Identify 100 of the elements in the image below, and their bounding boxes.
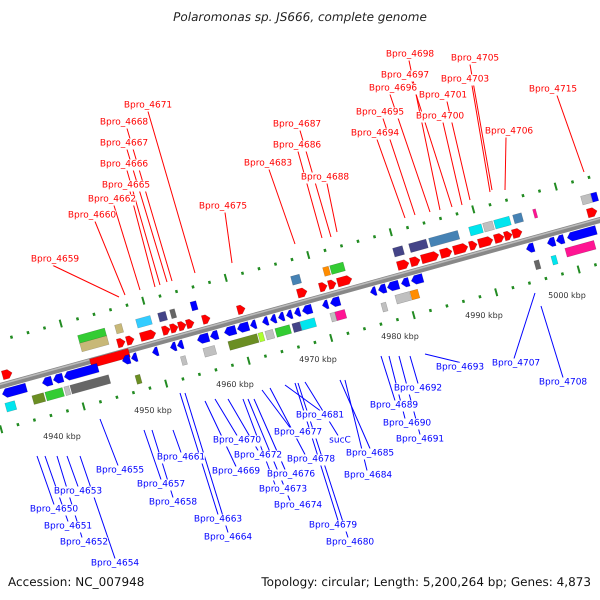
gene-label: Bpro_4677 <box>274 428 322 438</box>
gene-label: Bpro_4697 <box>380 70 430 82</box>
gene-label: Bpro_4680 <box>326 538 374 548</box>
leader-line <box>514 292 536 359</box>
gene-label: Bpro_4685 <box>346 448 394 460</box>
leader-line <box>268 169 296 244</box>
leader-line <box>424 354 460 363</box>
leader-line <box>224 212 232 264</box>
gene-label: Bpro_4675 <box>198 202 248 212</box>
scale-label: 4990 kbp <box>465 311 503 321</box>
gene-label: Bpro_4664 <box>204 532 252 544</box>
gene-label: Bpro_4707 <box>492 358 540 370</box>
gene-label: Bpro_4652 <box>60 538 108 548</box>
leader-line <box>36 456 54 505</box>
leader-line <box>114 205 140 290</box>
leader-line <box>100 418 118 466</box>
leader-line <box>472 85 490 192</box>
gene-label: Bpro_4678 <box>286 454 336 466</box>
gene-label: Bpro_4687 <box>272 120 322 130</box>
gene-label: Bpro_4703 <box>440 74 490 86</box>
gene-label: Bpro_4700 <box>416 112 464 122</box>
gene-label: Bpro_4658 <box>148 498 198 508</box>
scale-label: 4970 kbp <box>299 355 337 365</box>
gene-label: Bpro_4686 <box>272 140 322 152</box>
gene-label: Bpro_4679 <box>308 520 358 532</box>
gene-label: Bpro_4657 <box>136 480 186 490</box>
leader-line <box>148 111 196 274</box>
gene-label: Bpro_4706 <box>484 126 534 138</box>
leader-line <box>262 390 290 428</box>
leader-line <box>540 306 564 378</box>
gene-label: Bpro_4662 <box>88 194 136 206</box>
gene-label: Bpro_4659 <box>30 254 80 266</box>
gene-label: Bpro_4684 <box>344 470 392 482</box>
gene-label: Bpro_4698 <box>386 50 434 60</box>
gene-label: Bpro_4655 <box>96 466 144 476</box>
leader-line <box>130 191 156 288</box>
leader-line <box>254 398 286 470</box>
leader-line <box>376 139 406 218</box>
leader-line <box>80 456 116 559</box>
scale-label: 4950 kbp <box>134 406 172 416</box>
gene-label: Bpro_4708 <box>538 378 588 388</box>
gene-label: Bpro_4696 <box>368 84 418 94</box>
gene-label: Bpro_4692 <box>394 384 442 394</box>
gene-label: Bpro_4651 <box>44 522 92 532</box>
accession-text: Accession: NC_007948 <box>8 575 144 589</box>
leader-line <box>66 456 78 487</box>
gene-label: Bpro_4695 <box>356 108 404 118</box>
gene-label: Bpro_4715 <box>528 84 578 96</box>
scale-label: 4980 kbp <box>381 332 419 342</box>
gene-label: Bpro_4665 <box>102 180 150 192</box>
genome-summary-text: Topology: circular; Length: 5,200,264 bp; Genes: 4,873 <box>261 575 591 589</box>
leader-line <box>94 221 126 296</box>
leader-line <box>340 380 370 449</box>
gene-label: Bpro_4667 <box>100 138 148 150</box>
leader-line <box>298 151 322 238</box>
gene-label: Bpro_4690 <box>382 418 432 430</box>
leader-line <box>214 398 238 436</box>
gene-label: Bpro_4650 <box>30 504 78 516</box>
gene-label: Bpro_4660 <box>68 210 116 222</box>
gene-label: Bpro_4701 <box>418 90 468 102</box>
gene-label: Bpro_4681 <box>296 410 344 422</box>
leader-line <box>344 380 368 471</box>
leader-line <box>382 118 416 216</box>
leader-line <box>284 384 320 411</box>
leader-line <box>172 430 182 453</box>
gene-label: Bpro_4676 <box>266 470 316 480</box>
gene-label: Bpro_4672 <box>234 450 282 462</box>
leader-line <box>180 392 218 515</box>
gene-label: Bpro_4653 <box>54 486 102 498</box>
gene-label: Bpro_4670 <box>212 436 262 446</box>
leader-line <box>410 356 418 384</box>
gene-label: Bpro_4668 <box>100 118 148 128</box>
title: Polaromonas sp. JS666, complete genome <box>172 10 428 24</box>
gene-label: Bpro_4693 <box>436 362 484 374</box>
leader-line <box>144 430 162 480</box>
gene-label: Bpro_4654 <box>90 558 140 570</box>
leader-line <box>52 265 120 298</box>
leader-line <box>504 137 506 190</box>
leader-line <box>556 95 584 172</box>
leader-line <box>390 94 430 212</box>
gene-label: Bpro_4705 <box>450 54 500 64</box>
gene-label: Bpro_4694 <box>350 128 400 140</box>
leader-line <box>470 64 492 190</box>
leader-line <box>380 356 396 401</box>
scale-label: 5000 kbp <box>548 291 586 301</box>
gene-label: Bpro_4691 <box>396 434 444 446</box>
scale-label: 4940 kbp <box>43 432 81 442</box>
gene-label: Bpro_4673 <box>258 484 308 496</box>
gene-label: Bpro_4674 <box>274 500 322 512</box>
gene-label: Bpro_4688 <box>300 172 350 184</box>
leader-line <box>442 122 462 206</box>
gene-label: Bpro_4689 <box>370 400 418 412</box>
gene-label: Bpro_4671 <box>124 100 172 112</box>
gene-label: Bpro_4663 <box>194 514 242 526</box>
scale-label: 4960 kbp <box>216 380 254 390</box>
gene-label: Bpro_4666 <box>100 160 148 170</box>
leader-line <box>184 392 228 533</box>
gene-label: Bpro_4683 <box>244 158 292 170</box>
leader-line <box>446 101 470 200</box>
gene-label: Bpro_4669 <box>212 466 260 478</box>
